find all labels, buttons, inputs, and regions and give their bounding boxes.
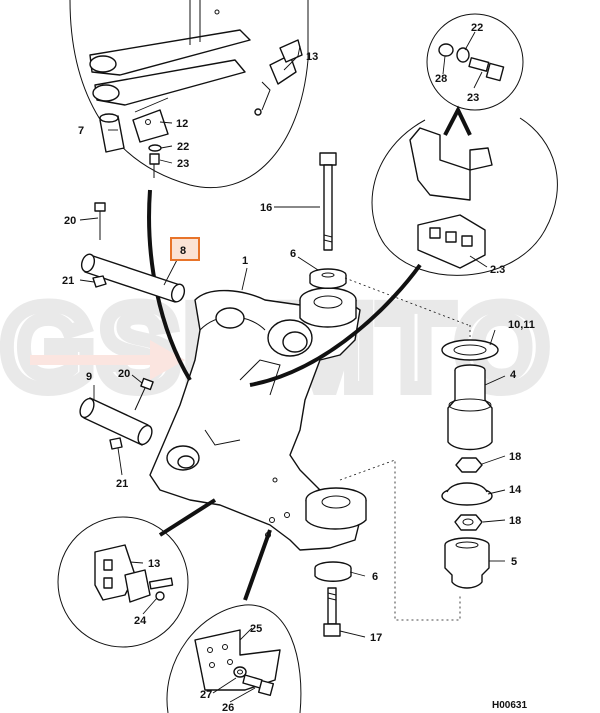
callout-8[interactable]: 8: [180, 245, 186, 257]
watermark-arrow: [30, 340, 185, 380]
mount-components: [339, 277, 499, 621]
callout-12[interactable]: 12: [176, 118, 188, 130]
callout-27[interactable]: 27: [200, 689, 212, 701]
callout-labels: 8 1 4 5 6 6 7 9 10,11 12 13 13 14 16 17 …: [62, 22, 535, 713]
connector-right: [249, 263, 422, 387]
drawing-reference: H00631: [492, 700, 527, 711]
callout-22-top-left[interactable]: 22: [177, 141, 189, 153]
callout-16[interactable]: 16: [260, 202, 272, 214]
pin-8-assembly: [80, 202, 186, 303]
callout-6-bottom[interactable]: 6: [372, 571, 378, 583]
bolt-16-assembly: [309, 152, 347, 289]
callout-13-bottom[interactable]: 13: [148, 558, 160, 570]
top-detail-circle: [69, 0, 309, 189]
callout-21-bottom[interactable]: 21: [116, 478, 128, 490]
callout-24[interactable]: 24: [134, 615, 147, 627]
callout-6-top[interactable]: 6: [290, 248, 296, 260]
connector-left-bottom: [158, 498, 217, 537]
callout-23-top-right[interactable]: 23: [467, 92, 479, 104]
leader-lines: [79, 31, 506, 703]
callout-25[interactable]: 25: [250, 623, 262, 635]
bottom-detail-circle: [166, 604, 302, 713]
callout-7[interactable]: 7: [78, 125, 84, 137]
bolt-17-assembly: [314, 561, 352, 637]
callout-22-top-right[interactable]: 22: [471, 22, 483, 34]
callout-10-11[interactable]: 10,11: [508, 319, 535, 331]
bottom-left-detail-circle: [57, 516, 189, 648]
pin-9-assembly: [79, 377, 154, 450]
callout-20-bottom[interactable]: 20: [118, 368, 130, 380]
callout-28[interactable]: 28: [435, 73, 447, 85]
callout-20-top[interactable]: 20: [64, 215, 76, 227]
callout-18-bottom[interactable]: 18: [509, 515, 521, 527]
callout-17[interactable]: 17: [370, 632, 382, 644]
callout-21-top[interactable]: 21: [62, 275, 74, 287]
callout-9[interactable]: 9: [86, 371, 92, 383]
callout-1[interactable]: 1: [242, 255, 248, 267]
callout-23-top-left[interactable]: 23: [177, 158, 189, 170]
callout-4[interactable]: 4: [510, 369, 517, 381]
top-right-detail-circle: [371, 13, 558, 276]
highlight-box-8[interactable]: [170, 237, 200, 261]
callout-2-3[interactable]: 2.3: [490, 264, 505, 276]
callout-5[interactable]: 5: [511, 556, 517, 568]
connector-bottom: [243, 529, 272, 601]
callout-26[interactable]: 26: [222, 702, 234, 713]
callout-14[interactable]: 14: [509, 484, 522, 496]
callout-18-top[interactable]: 18: [509, 451, 521, 463]
main-frame: [149, 287, 367, 551]
callout-13-top[interactable]: 13: [306, 51, 318, 63]
